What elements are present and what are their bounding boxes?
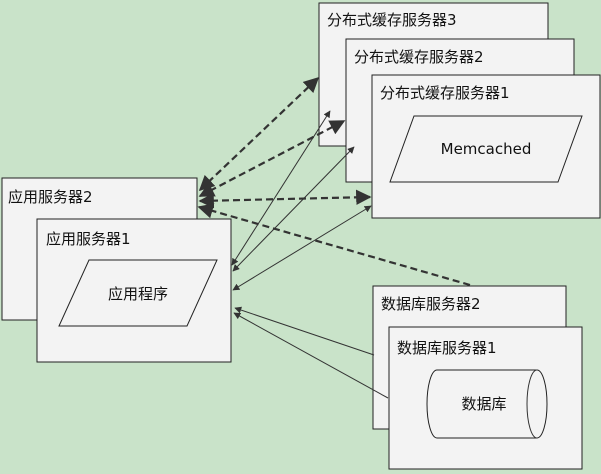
- link-app1-cache1: [232, 205, 372, 291]
- cache-server-2-label: 分布式缓存服务器2: [354, 48, 484, 66]
- application-shape: [58, 259, 218, 327]
- db-server-2-label: 数据库服务器2: [381, 295, 481, 313]
- link-app1-db2: [234, 306, 375, 356]
- db-server-1-label: 数据库服务器1: [397, 339, 497, 357]
- cache-server-3-label: 分布式缓存服务器3: [327, 11, 457, 29]
- link-app2-cache1: [198, 189, 372, 209]
- cache-server-1: 分布式缓存服务器1 Memcached: [371, 74, 601, 219]
- app-server-2-label: 应用服务器2: [8, 188, 93, 206]
- link-app2-db2: [197, 203, 471, 287]
- link-app1-cache3: [231, 110, 331, 266]
- link-app1-db1: [233, 312, 389, 399]
- cache-server-1-label: 分布式缓存服务器1: [380, 84, 510, 102]
- app-server-1: 应用服务器1 应用程序: [36, 218, 232, 363]
- memcached-shape: [389, 115, 583, 183]
- app-server-1-label: 应用服务器1: [46, 230, 131, 248]
- link-app2-cache2: [198, 120, 346, 197]
- application-label: 应用程序: [108, 285, 168, 303]
- database-label: 数据库: [461, 395, 506, 413]
- link-app2-cache3: [198, 76, 320, 192]
- link-app1-cache2: [232, 146, 355, 272]
- database-cylinder-edge: [526, 369, 538, 439]
- memcached-label: Memcached: [441, 140, 532, 158]
- db-server-1: 数据库服务器1 数据库: [388, 326, 583, 470]
